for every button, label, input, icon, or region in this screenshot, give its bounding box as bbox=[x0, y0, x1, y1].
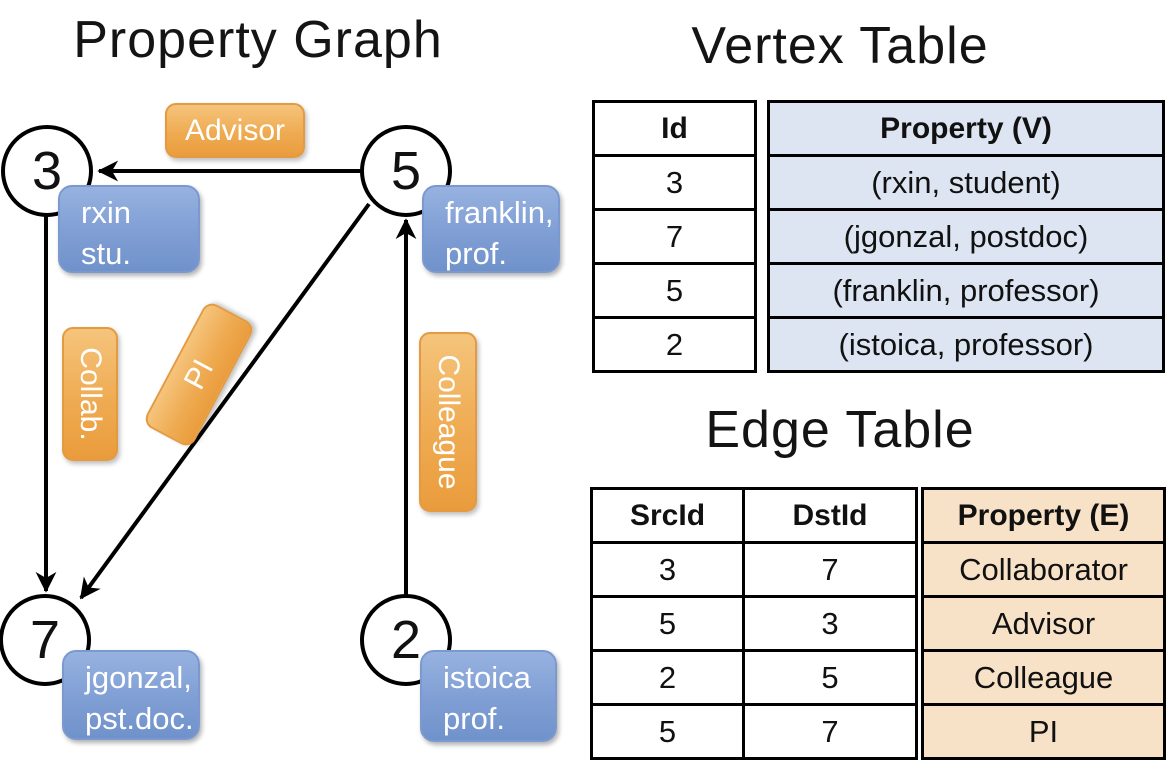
edge-dstid-cell: 3 bbox=[742, 595, 918, 652]
property-box-rxin: rxin stu. bbox=[58, 185, 200, 273]
property-box-jgonzal: jgonzal, pst.doc. bbox=[62, 650, 200, 740]
edge-dstid-header: DstId bbox=[742, 487, 918, 544]
edge-dstid-cell: 7 bbox=[742, 703, 918, 760]
edge-table-property-column: Property (E) Collaborator Advisor Collea… bbox=[921, 487, 1166, 760]
table-row: (rxin, student) bbox=[767, 154, 1165, 211]
vertex-table-id-column: Id 3 7 5 2 bbox=[592, 100, 757, 373]
table-row: (franklin, professor) bbox=[767, 262, 1165, 319]
edge-srcid-cell: 5 bbox=[590, 703, 745, 760]
table-row: 3 7 bbox=[590, 541, 918, 598]
vertex-property-header: Property (V) bbox=[767, 100, 1165, 157]
property-box-rxin-line1: rxin bbox=[81, 195, 131, 230]
property-box-jgonzal-line1: jgonzal, bbox=[85, 660, 192, 695]
table-row: 7 bbox=[592, 208, 757, 265]
property-box-istoica-line2: prof. bbox=[443, 701, 506, 736]
edge-srcid-header: SrcId bbox=[590, 487, 745, 544]
vertex-id-cell: 5 bbox=[592, 262, 757, 319]
table-row: (jgonzal, postdoc) bbox=[767, 208, 1165, 265]
edge-property-cell: Collaborator bbox=[921, 541, 1166, 598]
table-row: 5 bbox=[592, 262, 757, 319]
edge-label-colleague-text: Colleague bbox=[432, 354, 465, 490]
table-row: 5 3 bbox=[590, 595, 918, 652]
table-row: 3 bbox=[592, 154, 757, 211]
edge-srcid-cell: 3 bbox=[590, 541, 745, 598]
edge-srcid-cell: 5 bbox=[590, 595, 745, 652]
vertex-id-cell: 2 bbox=[592, 316, 757, 373]
graph-node-2: 2 bbox=[360, 594, 452, 686]
table-row: Advisor bbox=[921, 595, 1166, 652]
table-row: PI bbox=[921, 703, 1166, 760]
property-box-franklin-line1: franklin, bbox=[445, 195, 554, 230]
vertex-table-title: Vertex Table bbox=[691, 17, 989, 75]
table-row: 2 5 bbox=[590, 649, 918, 706]
node-2-id: 2 bbox=[390, 610, 422, 670]
edge-srcid-cell: 2 bbox=[590, 649, 745, 706]
edge-label-colleague: Colleague bbox=[419, 332, 477, 512]
edge-property-cell: Advisor bbox=[921, 595, 1166, 652]
edge-dstid-cell: 5 bbox=[742, 649, 918, 706]
edge-label-advisor-text: Advisor bbox=[184, 113, 286, 147]
property-graph-title: Property Graph bbox=[73, 11, 443, 69]
table-row: 2 bbox=[592, 316, 757, 373]
vertex-property-cell: (jgonzal, postdoc) bbox=[767, 208, 1165, 265]
vertex-id-header: Id bbox=[592, 100, 757, 157]
edge-label-collab-text: Collab. bbox=[74, 347, 107, 441]
edge-dstid-cell: 7 bbox=[742, 541, 918, 598]
node-3-id: 3 bbox=[31, 141, 63, 201]
table-row: Colleague bbox=[921, 649, 1166, 706]
property-box-istoica: istoica prof. bbox=[420, 650, 557, 742]
edge-table-id-columns: SrcId DstId 3 7 5 3 2 5 5 7 bbox=[590, 487, 918, 760]
edge-property-cell: PI bbox=[921, 703, 1166, 760]
property-box-rxin-line2: stu. bbox=[81, 236, 131, 271]
node-7-id: 7 bbox=[29, 610, 61, 670]
graph-node-5: 5 bbox=[360, 125, 452, 217]
edge-label-advisor: Advisor bbox=[165, 103, 305, 158]
table-row: 5 7 bbox=[590, 703, 918, 760]
vertex-property-cell: (rxin, student) bbox=[767, 154, 1165, 211]
edge-label-collab: Collab. bbox=[62, 327, 118, 461]
table-row: Collaborator bbox=[921, 541, 1166, 598]
property-box-jgonzal-line2: pst.doc. bbox=[85, 701, 194, 736]
property-box-istoica-line1: istoica bbox=[443, 660, 531, 695]
edge-pi-5-to-7 bbox=[79, 202, 371, 600]
edge-label-pi-text: PI bbox=[177, 354, 220, 395]
node-5-id: 5 bbox=[390, 141, 422, 201]
vertex-id-cell: 7 bbox=[592, 208, 757, 265]
table-row: (istoica, professor) bbox=[767, 316, 1165, 373]
edge-property-cell: Colleague bbox=[921, 649, 1166, 706]
edge-table-title: Edge Table bbox=[705, 401, 975, 459]
edge-property-header: Property (E) bbox=[921, 487, 1166, 544]
property-box-franklin: franklin, prof. bbox=[422, 185, 560, 273]
vertex-id-cell: 3 bbox=[592, 154, 757, 211]
vertex-property-cell: (franklin, professor) bbox=[767, 262, 1165, 319]
vertex-table-property-column: Property (V) (rxin, student) (jgonzal, p… bbox=[767, 100, 1165, 373]
property-box-franklin-line2: prof. bbox=[445, 236, 508, 271]
vertex-property-cell: (istoica, professor) bbox=[767, 316, 1165, 373]
